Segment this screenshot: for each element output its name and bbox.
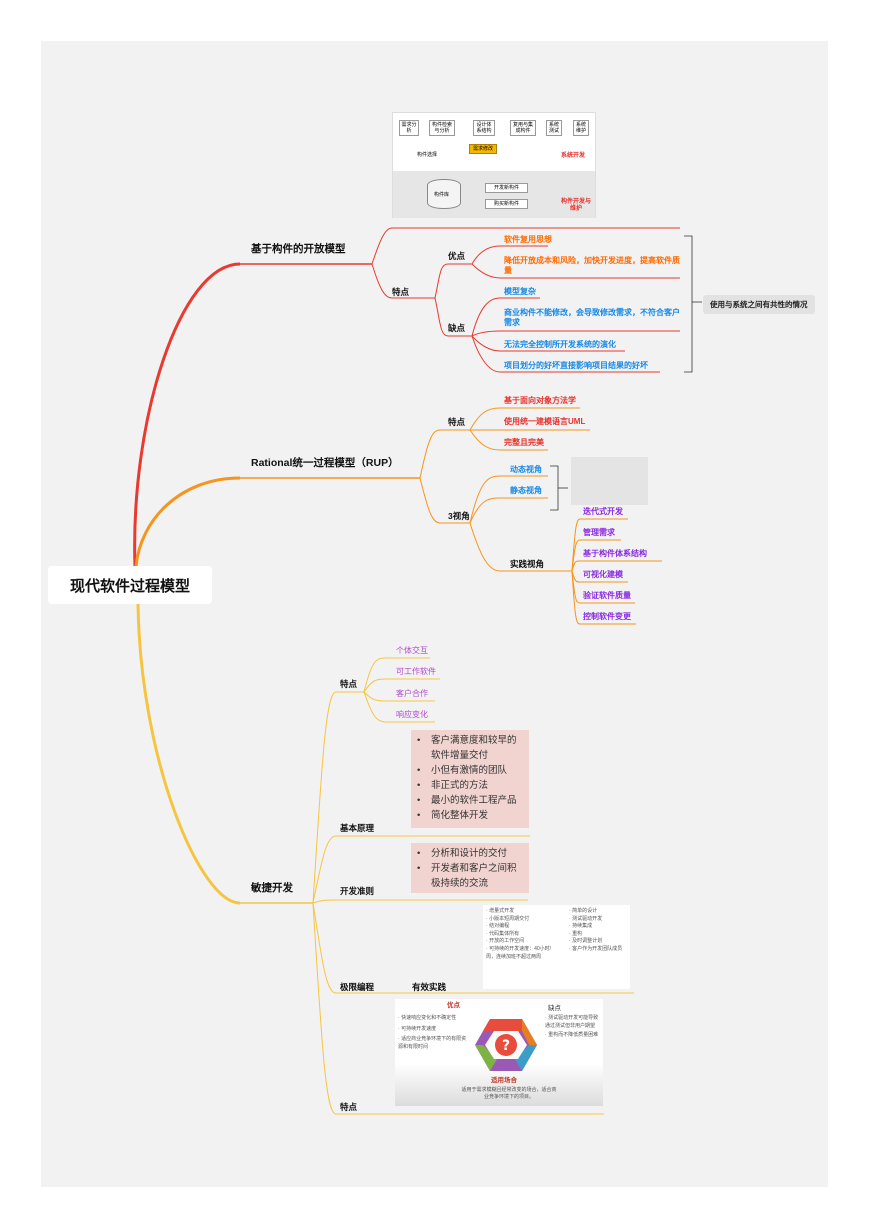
svg-text:?: ? <box>502 1038 510 1054</box>
b2-feature-label[interactable]: 特点 <box>448 417 466 427</box>
b3-principle-label[interactable]: 基本原理 <box>340 823 375 833</box>
xp-item: · 测试驱动开发 <box>569 915 603 922</box>
rule-item: 开发者和客户之间积极持续的交流 <box>417 861 523 891</box>
b3-principles-box: 客户满意度和较早的软件增量交付 小但有激情的团队 非正式的方法 最小的软件工程产… <box>411 730 529 828</box>
xp-practices-card: · 增量式开发 · 小版本短周期交付 · 结对编程 · 代码集体所有 · 开放的… <box>483 905 630 989</box>
b1-con-item[interactable]: 项目划分的好坏直接影响项目结果的好坏 <box>504 361 648 370</box>
figure-req-change: 需求修改 <box>469 144 498 154</box>
principle-item: 简化整体开发 <box>417 808 523 823</box>
b2-practice-item[interactable]: 控制软件变更 <box>583 612 631 621</box>
agile-pro-item: · 适应商业竞争环境下的有限资源和有限时间 <box>398 1036 467 1050</box>
xp-left-list: · 增量式开发 · 小版本短周期交付 · 结对编程 · 代码集体所有 · 开放的… <box>486 908 552 961</box>
agile-pro-item: · 快速响应变化和不确定性 <box>398 1015 457 1021</box>
b3-rule-label[interactable]: 开发准则 <box>340 886 375 896</box>
b3-feature-item[interactable]: 响应变化 <box>396 710 428 719</box>
b3-feature-item[interactable]: 个体交互 <box>396 646 428 655</box>
xp-item: · 小版本短周期交付 <box>486 915 530 922</box>
figure-box-maint: 系统维护 <box>573 120 589 136</box>
figure-buy-comp: 购买新构件 <box>485 199 529 209</box>
b1-con-item[interactable]: 商业构件不能修改，会导致修改需求，不符合客户需求 <box>504 308 680 327</box>
b1-pro-item[interactable]: 软件复用思想 <box>504 235 552 244</box>
principle-item: 最小的软件工程产品 <box>417 793 523 808</box>
b3-feature-item[interactable]: 可工作软件 <box>396 667 436 676</box>
b2-feature-item[interactable]: 基于面向对象方法学 <box>504 396 576 405</box>
rup-thumbnail <box>571 457 648 505</box>
b1-cons-label[interactable]: 缺点 <box>448 323 466 333</box>
figure-bottom-band <box>393 171 595 218</box>
b1-feature-label[interactable]: 特点 <box>392 287 410 297</box>
b1-con-item[interactable]: 无法完全控制所开发系统的演化 <box>504 340 616 349</box>
figure-repo-cylinder <box>427 179 461 209</box>
figure-box-req: 需求分析 <box>399 120 419 136</box>
xp-item: · 开放的工作空间 <box>486 938 525 945</box>
principle-item: 小但有激情的团队 <box>417 763 523 778</box>
xp-item: · 重构 <box>569 930 583 937</box>
figure-new-comp: 开发新构件 <box>485 183 529 193</box>
agile-cons-list: · 测试驱动开发可能导致通过测试但非用户期望 · 重构而不降低质量困难 <box>545 1015 601 1040</box>
b2-practice-item[interactable]: 迭代式开发 <box>583 507 623 516</box>
b1-summary-note[interactable]: 使用与系统之间有共性的情况 <box>703 295 815 314</box>
agile-cons-title: 缺点 <box>548 1005 561 1012</box>
b3-xp-label[interactable]: 极限编程 <box>340 982 375 992</box>
branch-agile[interactable]: 敏捷开发 <box>251 882 293 894</box>
b2-practice-item[interactable]: 基于构件体系结构 <box>583 549 647 558</box>
agile-pros-title: 优点 <box>447 1002 460 1009</box>
xp-item: · 简单的设计 <box>569 908 598 914</box>
mindmap-canvas <box>41 41 828 1187</box>
agile-fit-title: 适用场合 <box>491 1077 517 1084</box>
b2-feature-item[interactable]: 使用统一建模语言UML <box>504 417 586 426</box>
root-node[interactable]: 现代软件过程模型 <box>48 566 212 604</box>
agile-summary-card: 优点 · 快速响应变化和不确定性 · 可持续开发速度 · 适应商业竞争环境下的有… <box>395 999 603 1106</box>
b3-feature-item[interactable]: 客户合作 <box>396 689 428 698</box>
figure-box-search: 构件检索与分析 <box>429 120 455 136</box>
b3-rules-box: 分析和设计的交付 开发者和客户之间积极持续的交流 <box>411 843 529 893</box>
xp-item: · 代码集体所有 <box>486 930 520 937</box>
b1-con-item[interactable]: 模型复杂 <box>504 287 536 296</box>
b2-static-view[interactable]: 静态视角 <box>510 486 542 495</box>
principle-item: 客户满意度和较早的软件增量交付 <box>417 733 523 763</box>
figure-comp-select: 构件选择 <box>417 152 438 158</box>
principle-item: 非正式的方法 <box>417 778 523 793</box>
figure-box-arch: 设计体系结构 <box>473 120 495 136</box>
xp-item: · 增量式开发 <box>486 908 515 914</box>
question-hexagon-icon: ? <box>475 1019 537 1071</box>
b2-practice-item[interactable]: 验证软件质量 <box>583 591 631 600</box>
b2-dynamic-view[interactable]: 动态视角 <box>510 465 542 474</box>
xp-item: · 可持续的开发速度：40小时/周，连续加班不超过两周 <box>486 945 552 960</box>
agile-con-item: · 重构而不降低质量困难 <box>545 1032 599 1039</box>
agile-pro-item: · 可持续开发速度 <box>398 1025 437 1032</box>
b2-practice-item[interactable]: 可视化建模 <box>583 570 623 579</box>
figure-repo-label: 构件库 <box>434 192 450 198</box>
b3-feature2-label[interactable]: 特点 <box>340 1102 358 1112</box>
rule-item: 分析和设计的交付 <box>417 846 523 861</box>
xp-right-list: · 简单的设计 · 测试驱动开发 · 持续集成 · 重构 · 及时调整计划 · … <box>569 908 629 954</box>
agile-fit-text: 适用于需求模糊且经常改变的场合，适合商业竞争环境下的项目。 <box>461 1087 557 1100</box>
xp-item: · 持续集成 <box>569 923 593 930</box>
b3-feature-label[interactable]: 特点 <box>340 679 358 689</box>
b2-practice-item[interactable]: 管理需求 <box>583 528 615 537</box>
figure-box-test: 系统测试 <box>546 120 562 136</box>
branch-component-model[interactable]: 基于构件的开放模型 <box>251 243 346 255</box>
b1-pros-label[interactable]: 优点 <box>448 251 466 261</box>
figure-sys-dev: 系统开发 <box>561 153 586 159</box>
b2-views-label[interactable]: 3视角 <box>448 511 470 521</box>
b2-practice-label[interactable]: 实践视角 <box>510 559 545 569</box>
component-process-figure: 需求分析 构件检索与分析 设计体系结构 复用与集成构件 系统测试 系统维护 需求… <box>392 112 596 218</box>
b2-feature-item[interactable]: 完整且完美 <box>504 438 544 447</box>
figure-box-reuse: 复用与集成构件 <box>510 120 536 136</box>
xp-item: · 客户作为开发团队成员 <box>569 945 623 952</box>
agile-pros-list: · 快速响应变化和不确定性 · 可持续开发速度 · 适应商业竞争环境下的有限资源… <box>398 1015 468 1051</box>
agile-con-item: · 测试驱动开发可能导致通过测试但非用户期望 <box>545 1015 599 1029</box>
xp-item: · 结对编程 <box>486 923 510 930</box>
b3-xp-practice-label[interactable]: 有效实践 <box>412 982 447 992</box>
b1-pro-item[interactable]: 降低开放成本和风险，加快开发进度，提高软件质量 <box>504 256 680 275</box>
figure-comp-dev: 构件开发与维护 <box>560 199 591 212</box>
xp-item: · 及时调整计划 <box>569 938 603 945</box>
branch-rup[interactable]: Rational统一过程模型（RUP） <box>251 457 399 469</box>
